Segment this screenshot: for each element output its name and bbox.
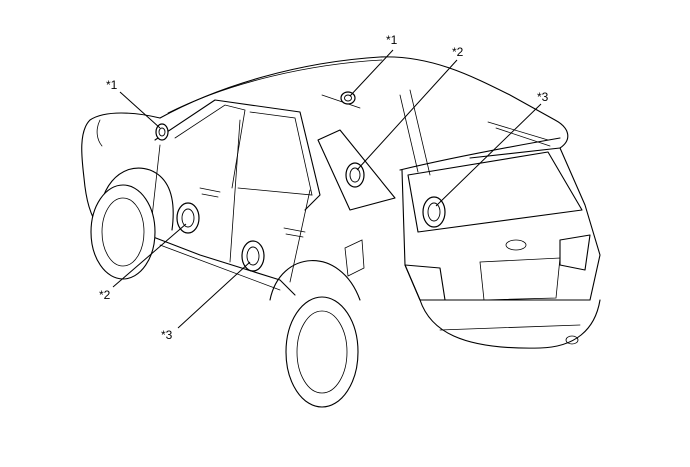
vehicle-body — [81, 56, 601, 349]
leader-rear-tweeter — [349, 49, 394, 97]
callout-rear-door-speaker: *3 — [161, 328, 173, 342]
front-door-speaker — [176, 202, 200, 234]
rear-wheel — [285, 296, 359, 408]
rear-quarter-speaker — [345, 162, 365, 188]
front-wheel — [90, 184, 156, 280]
leader-rear-quarter-speaker — [356, 59, 458, 171]
leader-rear-door-speaker — [177, 261, 251, 329]
leader-front-tweeter — [119, 91, 161, 129]
callout-front-door-speaker: *2 — [99, 288, 111, 302]
callout-rear-quarter-speaker: *2 — [452, 45, 464, 59]
callout-back-door-speaker: *3 — [537, 90, 549, 104]
rear-door-speaker — [241, 240, 265, 272]
back-door-speaker — [422, 196, 446, 228]
callout-rear-tweeter: *1 — [386, 33, 398, 47]
rear-tweeter-speaker — [340, 91, 356, 105]
leader-back-door-speaker — [435, 103, 542, 207]
callout-front-tweeter: *1 — [106, 78, 118, 92]
front-tweeter-speaker — [155, 123, 169, 141]
leader-front-door-speaker — [112, 223, 187, 288]
leader-lines — [112, 49, 542, 329]
